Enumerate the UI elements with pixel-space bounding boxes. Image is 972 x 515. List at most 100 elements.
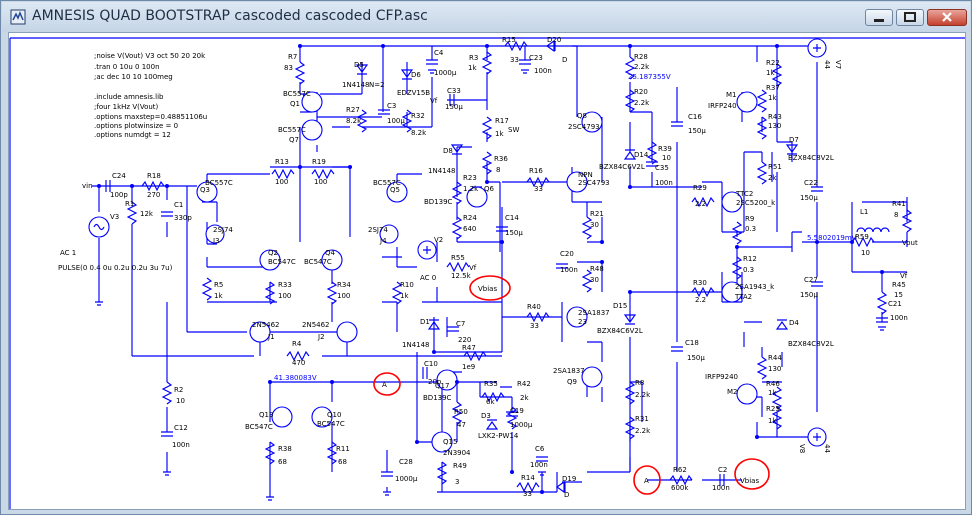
resistor-R12[interactable] xyxy=(731,256,743,280)
diode-D3[interactable] xyxy=(485,419,499,430)
transistor-Q5[interactable] xyxy=(386,181,408,203)
capacitor-C10[interactable] xyxy=(422,367,428,379)
spice-directive[interactable]: ;four 1kHz V(Vout) xyxy=(94,103,159,111)
capacitor-C27[interactable] xyxy=(811,281,823,287)
diode-D19[interactable] xyxy=(556,480,566,494)
diode-D14[interactable] xyxy=(623,149,637,160)
spice-directive[interactable]: .options plotwinsize = 0 xyxy=(94,122,178,130)
resistor-R10[interactable] xyxy=(391,281,403,305)
resistor-R17[interactable] xyxy=(481,116,493,140)
resistor-R19[interactable] xyxy=(311,168,335,180)
maximize-button[interactable] xyxy=(896,9,924,26)
spice-directive[interactable]: .options maxstep=0.48851106u xyxy=(94,113,207,121)
capacitor-C3[interactable] xyxy=(378,109,390,115)
jfet-J3[interactable] xyxy=(205,224,225,244)
resistor-R30[interactable] xyxy=(691,286,715,298)
resistor-R24[interactable] xyxy=(451,216,463,240)
schematic-editor[interactable]: ;noise V(Vout) V3 oct 50 20 20k .tran 0 … xyxy=(8,32,966,510)
diode-D7[interactable] xyxy=(785,144,799,155)
inductor-L1[interactable] xyxy=(856,227,890,233)
diode-D1[interactable] xyxy=(427,319,441,330)
resistor-R32[interactable] xyxy=(401,109,413,133)
resistor-R59[interactable] xyxy=(851,236,875,248)
capacitor-C19[interactable] xyxy=(506,411,518,417)
resistor-R62[interactable] xyxy=(669,474,693,486)
capacitor-C16[interactable] xyxy=(671,121,683,127)
transistor-Q3[interactable] xyxy=(196,181,218,203)
spice-directive[interactable]: .options numdgt = 12 xyxy=(94,131,171,139)
resistor-R28[interactable] xyxy=(624,56,636,80)
resistor-R33[interactable] xyxy=(264,281,276,305)
transistor-Q9[interactable] xyxy=(581,366,603,388)
resistor-R35[interactable] xyxy=(481,391,505,403)
transistor-Q8[interactable] xyxy=(581,111,603,133)
capacitor-C23[interactable] xyxy=(519,59,531,65)
spice-directive[interactable]: .tran 0 10u 0 100n xyxy=(94,63,160,71)
transistor-Q6[interactable] xyxy=(466,186,488,208)
resistor-R14[interactable] xyxy=(516,481,540,493)
resistor-R43[interactable] xyxy=(756,116,768,140)
resistor-R27[interactable] xyxy=(356,109,368,133)
resistor-R2[interactable] xyxy=(161,381,173,405)
transistor-Q2[interactable] xyxy=(259,249,281,271)
resistor-R25[interactable] xyxy=(771,406,783,430)
resistor-R8[interactable] xyxy=(624,381,636,405)
resistor-R48[interactable] xyxy=(581,269,593,293)
resistor-R41[interactable] xyxy=(901,209,913,233)
diode-D15[interactable] xyxy=(623,314,637,325)
capacitor-C21[interactable] xyxy=(876,317,888,323)
resistor-R45[interactable] xyxy=(876,291,888,315)
transistor-Q13[interactable] xyxy=(271,406,293,428)
transistor-Q10[interactable] xyxy=(311,406,333,428)
capacitor-C12[interactable] xyxy=(161,431,173,437)
resistor-R34[interactable] xyxy=(326,281,338,305)
resistor-R11[interactable] xyxy=(326,441,338,465)
spice-directive[interactable]: .include amnesis.lib xyxy=(94,93,164,101)
resistor-R4[interactable] xyxy=(286,350,310,362)
resistor-R16[interactable] xyxy=(526,176,550,188)
capacitor-C7[interactable] xyxy=(447,326,459,332)
minimize-button[interactable] xyxy=(865,9,893,26)
spice-directive[interactable]: ;ac dec 10 10 100meg xyxy=(94,73,173,81)
transistor-TTA2[interactable] xyxy=(721,281,743,303)
transistor-Q15[interactable] xyxy=(431,431,453,453)
resistor-R44[interactable] xyxy=(756,356,768,380)
transistor-23[interactable] xyxy=(566,306,588,328)
resistor-R15[interactable] xyxy=(504,40,528,52)
resistor-R49[interactable] xyxy=(436,461,448,485)
resistor-R1[interactable] xyxy=(126,201,138,225)
resistor-R23[interactable] xyxy=(451,181,463,205)
resistor-R7[interactable] xyxy=(294,61,306,85)
capacitor-C1[interactable] xyxy=(161,211,173,217)
transistor-Q1[interactable] xyxy=(301,91,323,113)
diode-D20[interactable] xyxy=(546,39,556,53)
resistor-R5[interactable] xyxy=(201,277,213,301)
resistor-R22[interactable] xyxy=(771,63,783,87)
resistor-R40[interactable] xyxy=(526,311,550,323)
transistor-NPN[interactable] xyxy=(566,171,588,193)
resistor-R51[interactable] xyxy=(756,161,768,185)
capacitor-C18[interactable] xyxy=(671,346,683,352)
resistor-R18[interactable] xyxy=(141,180,165,192)
transistor-Q7[interactable] xyxy=(301,119,323,141)
mosfet-M2[interactable] xyxy=(736,383,758,405)
spice-directive[interactable]: ;noise V(Vout) V3 oct 50 20 20k xyxy=(94,52,206,60)
close-button[interactable] xyxy=(927,9,967,26)
resistor-R3[interactable] xyxy=(481,51,493,75)
resistor-R37[interactable] xyxy=(756,89,768,113)
resistor-R47[interactable] xyxy=(463,350,487,362)
capacitor-C33[interactable] xyxy=(449,94,455,106)
resistor-R42[interactable] xyxy=(506,406,518,430)
transistor-Q4[interactable] xyxy=(321,249,343,271)
schematic-canvas[interactable]: ;noise V(Vout) V3 oct 50 20 20k .tran 0 … xyxy=(9,33,966,510)
capacitor-C2[interactable] xyxy=(719,474,725,486)
diode-D6[interactable] xyxy=(400,69,414,80)
mosfet-M1[interactable] xyxy=(736,91,758,113)
title-bar[interactable]: AMNESIS QUAD BOOTSTRAP cascoded cascoded… xyxy=(2,2,970,32)
capacitor-C22[interactable] xyxy=(811,186,823,192)
capacitor-C14[interactable] xyxy=(496,226,508,232)
transistor-TTC2[interactable] xyxy=(721,191,743,213)
resistor-R36[interactable] xyxy=(481,151,493,175)
capacitor-C28[interactable] xyxy=(381,471,393,477)
resistor-R50[interactable] xyxy=(451,401,463,425)
